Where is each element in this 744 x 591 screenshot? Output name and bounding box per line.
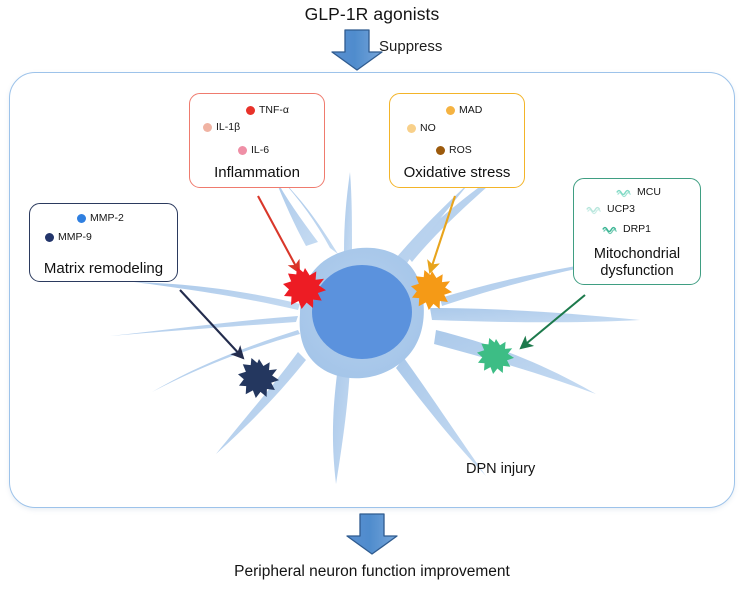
marker-dot-il-1beta xyxy=(203,122,212,132)
dpn-injury-label: DPN injury xyxy=(466,461,536,477)
marker-label-mcu: MCU xyxy=(637,186,661,198)
marker-label-ucp3: UCP3 xyxy=(607,203,636,215)
marker-label-ros: ROS xyxy=(449,144,472,156)
module-caption-inflammation: Inflammation xyxy=(214,164,300,181)
marker-label-no: NO xyxy=(420,122,436,134)
module-mitochondrial-dysfunction[interactable]: MCU UCP3 DRP1 Mitochondrial dysfunction xyxy=(573,178,701,285)
marker-drp1: DRP1 xyxy=(602,223,651,235)
marker-mmp-2: MMP-2 xyxy=(77,212,124,224)
marker-mmp-9: MMP-9 xyxy=(45,231,92,243)
marker-mad: MAD xyxy=(446,104,482,116)
marker-mcu: MCU xyxy=(616,186,661,198)
module-matrix-remodeling[interactable]: MMP-2 MMP-9 Matrix remodeling xyxy=(29,203,178,282)
mitochondria-icon-drp1 xyxy=(602,226,617,234)
module-oxidative-stress[interactable]: MAD NO ROS Oxidative stress xyxy=(389,93,525,188)
module-caption-line2: dysfunction xyxy=(600,263,674,279)
marker-no: NO xyxy=(407,122,436,134)
module-caption-mitochondrial-dysfunction: Mitochondrial dysfunction xyxy=(574,246,700,280)
marker-il-6: IL-6 xyxy=(238,144,269,156)
marker-label-mmp-2: MMP-2 xyxy=(90,212,124,224)
module-inflammation[interactable]: TNF-α IL-1β IL-6 Inflammation xyxy=(189,93,325,188)
mitochondria-icon-ucp3 xyxy=(586,206,601,214)
marker-dot-mmp-2 xyxy=(77,213,86,223)
marker-label-il-1beta: IL-1β xyxy=(216,121,241,133)
page-title: GLP-1R agonists xyxy=(304,4,440,24)
marker-label-tnf-alpha: TNF-α xyxy=(259,104,289,116)
marker-dot-mad xyxy=(446,105,455,115)
marker-dot-il-6 xyxy=(238,145,247,155)
suppress-label: Suppress xyxy=(379,38,443,55)
neuron-illustration xyxy=(0,72,744,508)
marker-ros: ROS xyxy=(436,144,472,156)
marker-dot-ros xyxy=(436,145,445,155)
marker-label-il-6: IL-6 xyxy=(251,144,270,156)
marker-dot-mmp-9 xyxy=(45,232,54,242)
suppress-arrow-icon xyxy=(331,29,383,71)
marker-label-drp1: DRP1 xyxy=(623,223,652,235)
marker-label-mad: MAD xyxy=(459,104,483,116)
marker-ucp3: UCP3 xyxy=(586,203,635,215)
marker-il-1beta: IL-1β xyxy=(203,121,240,133)
marker-dot-tnf-alpha xyxy=(246,105,255,115)
module-caption-matrix-remodeling: Matrix remodeling xyxy=(43,260,164,277)
improvement-arrow-icon xyxy=(346,513,398,555)
marker-dot-no xyxy=(407,123,416,133)
marker-tnf-alpha: TNF-α xyxy=(246,104,289,116)
module-caption-oxidative-stress: Oxidative stress xyxy=(403,164,511,181)
outcome-title: Peripheral neuron function improvement xyxy=(234,563,510,580)
module-caption-line1: Mitochondrial xyxy=(593,246,681,262)
marker-label-mmp-9: MMP-9 xyxy=(58,231,92,243)
mitochondria-icon-mcu xyxy=(616,189,631,197)
